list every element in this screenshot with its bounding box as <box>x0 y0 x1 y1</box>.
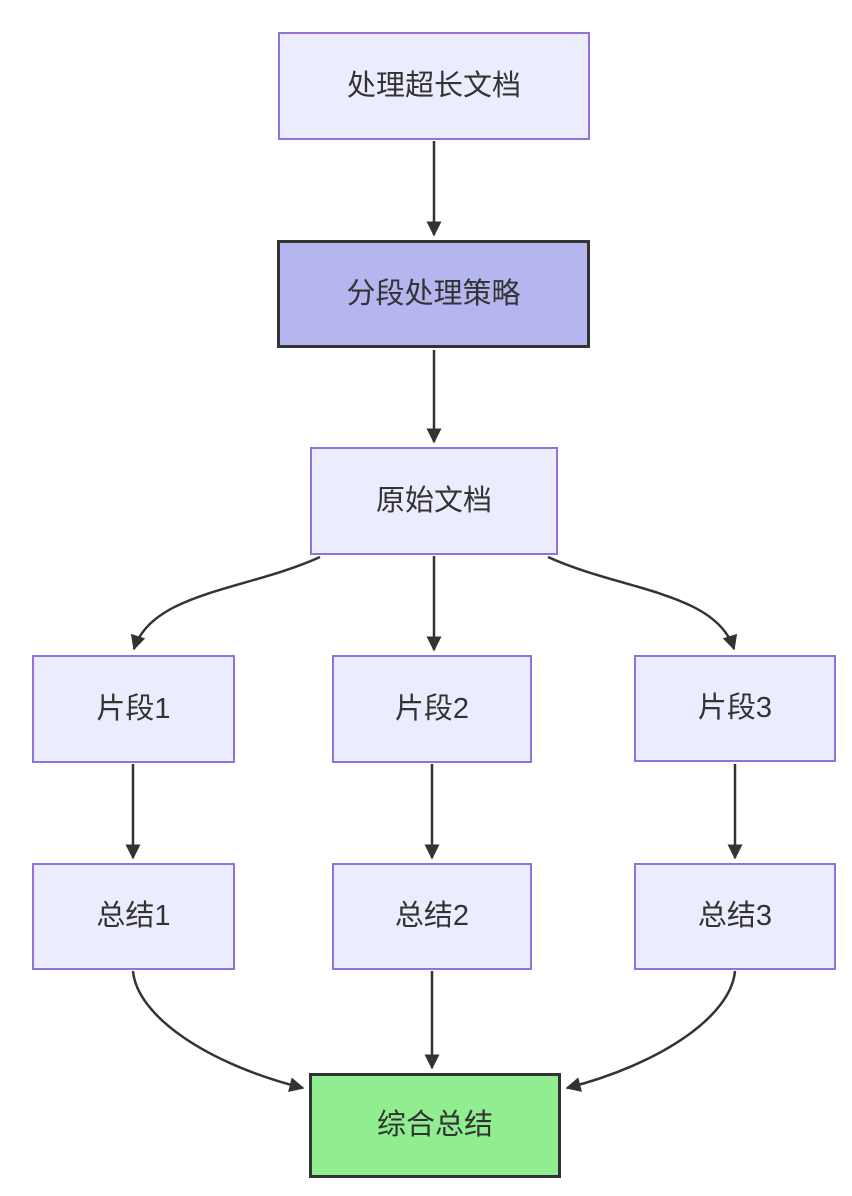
node-label: 片段3 <box>697 692 773 725</box>
node-segmentation-strategy: 分段处理策略 <box>277 240 590 348</box>
edge-E3-F <box>565 970 737 1092</box>
node-fragment-1: 片段1 <box>32 655 235 763</box>
node-label: 总结3 <box>697 900 773 933</box>
edge-C-D3 <box>547 555 738 651</box>
node-label: 总结1 <box>96 900 171 933</box>
node-label: 总结2 <box>394 900 470 933</box>
node-label: 处理超长文档 <box>346 69 521 102</box>
node-process-long-document: 处理超长文档 <box>278 32 590 140</box>
node-label: 综合总结 <box>376 1109 493 1142</box>
node-combined-summary: 综合总结 <box>309 1073 561 1178</box>
node-label: 片段1 <box>96 692 171 725</box>
edge-C-D1 <box>130 555 321 651</box>
node-original-document: 原始文档 <box>310 447 558 555</box>
node-summary-2: 总结2 <box>332 863 532 970</box>
node-label: 原始文档 <box>375 484 492 517</box>
node-fragment-3: 片段3 <box>634 655 836 762</box>
edge-E1-F <box>131 970 305 1092</box>
node-label: 分段处理策略 <box>346 277 521 310</box>
node-fragment-2: 片段2 <box>332 655 532 763</box>
node-summary-3: 总结3 <box>634 863 836 970</box>
node-summary-1: 总结1 <box>32 863 235 970</box>
node-label: 片段2 <box>394 692 470 725</box>
